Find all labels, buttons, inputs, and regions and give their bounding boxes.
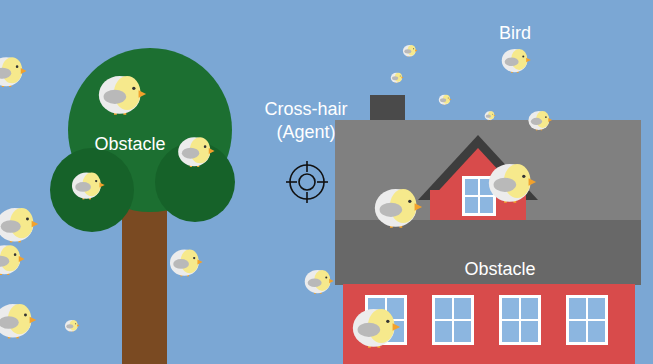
obstacle-label: Obstacle [94, 133, 165, 156]
crosshair [286, 161, 328, 203]
birds [0, 45, 552, 348]
tree [50, 48, 235, 364]
obstacle-label: Obstacle [464, 258, 535, 281]
agent-label: Cross-hair (Agent) [251, 98, 361, 145]
house [335, 95, 641, 364]
bird-label: Bird [499, 22, 531, 45]
